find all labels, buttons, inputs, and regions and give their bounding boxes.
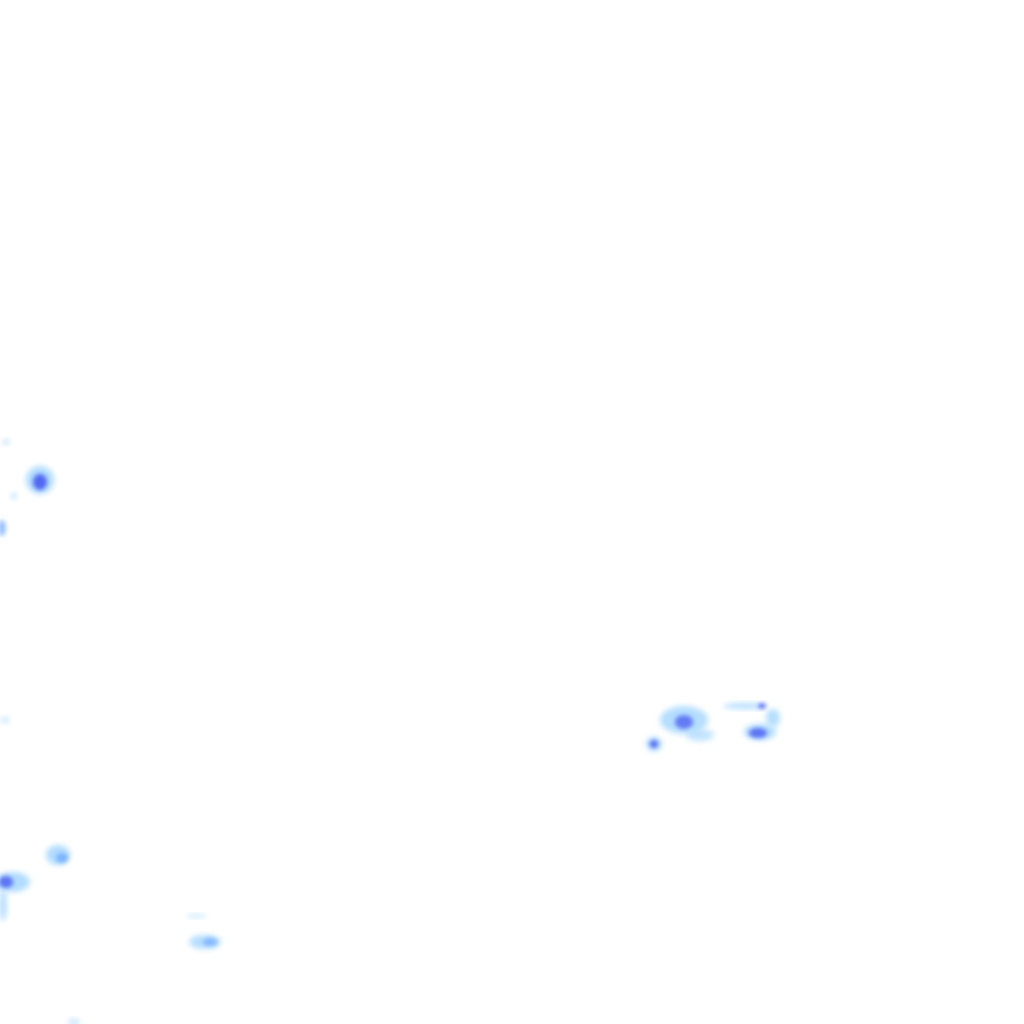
echo-edge: [0, 520, 6, 536]
echo-east-hook: [766, 709, 780, 727]
echo-bottom-edge: [68, 1019, 80, 1024]
echo-east-cell-core: [650, 740, 658, 748]
echo-east-band: [723, 703, 767, 709]
echo-south-cell-core: [203, 938, 217, 946]
echo-east-tail: [686, 729, 714, 741]
echo-top-edge: [2, 439, 10, 445]
echo-east-band-tip: [758, 703, 766, 709]
echo-edge-small: [0, 717, 10, 723]
echo-speck: [11, 493, 17, 499]
echo-south-streak: [186, 914, 206, 918]
echo-southwest-trail: [0, 889, 7, 921]
echo-southwest-cell-core: [56, 853, 68, 863]
echo-east-hook-core: [749, 728, 767, 738]
echo-southwest-cluster-core: [0, 876, 13, 888]
echo-east-cluster-core: [675, 715, 693, 729]
echo-west-upper-core: [33, 474, 47, 490]
